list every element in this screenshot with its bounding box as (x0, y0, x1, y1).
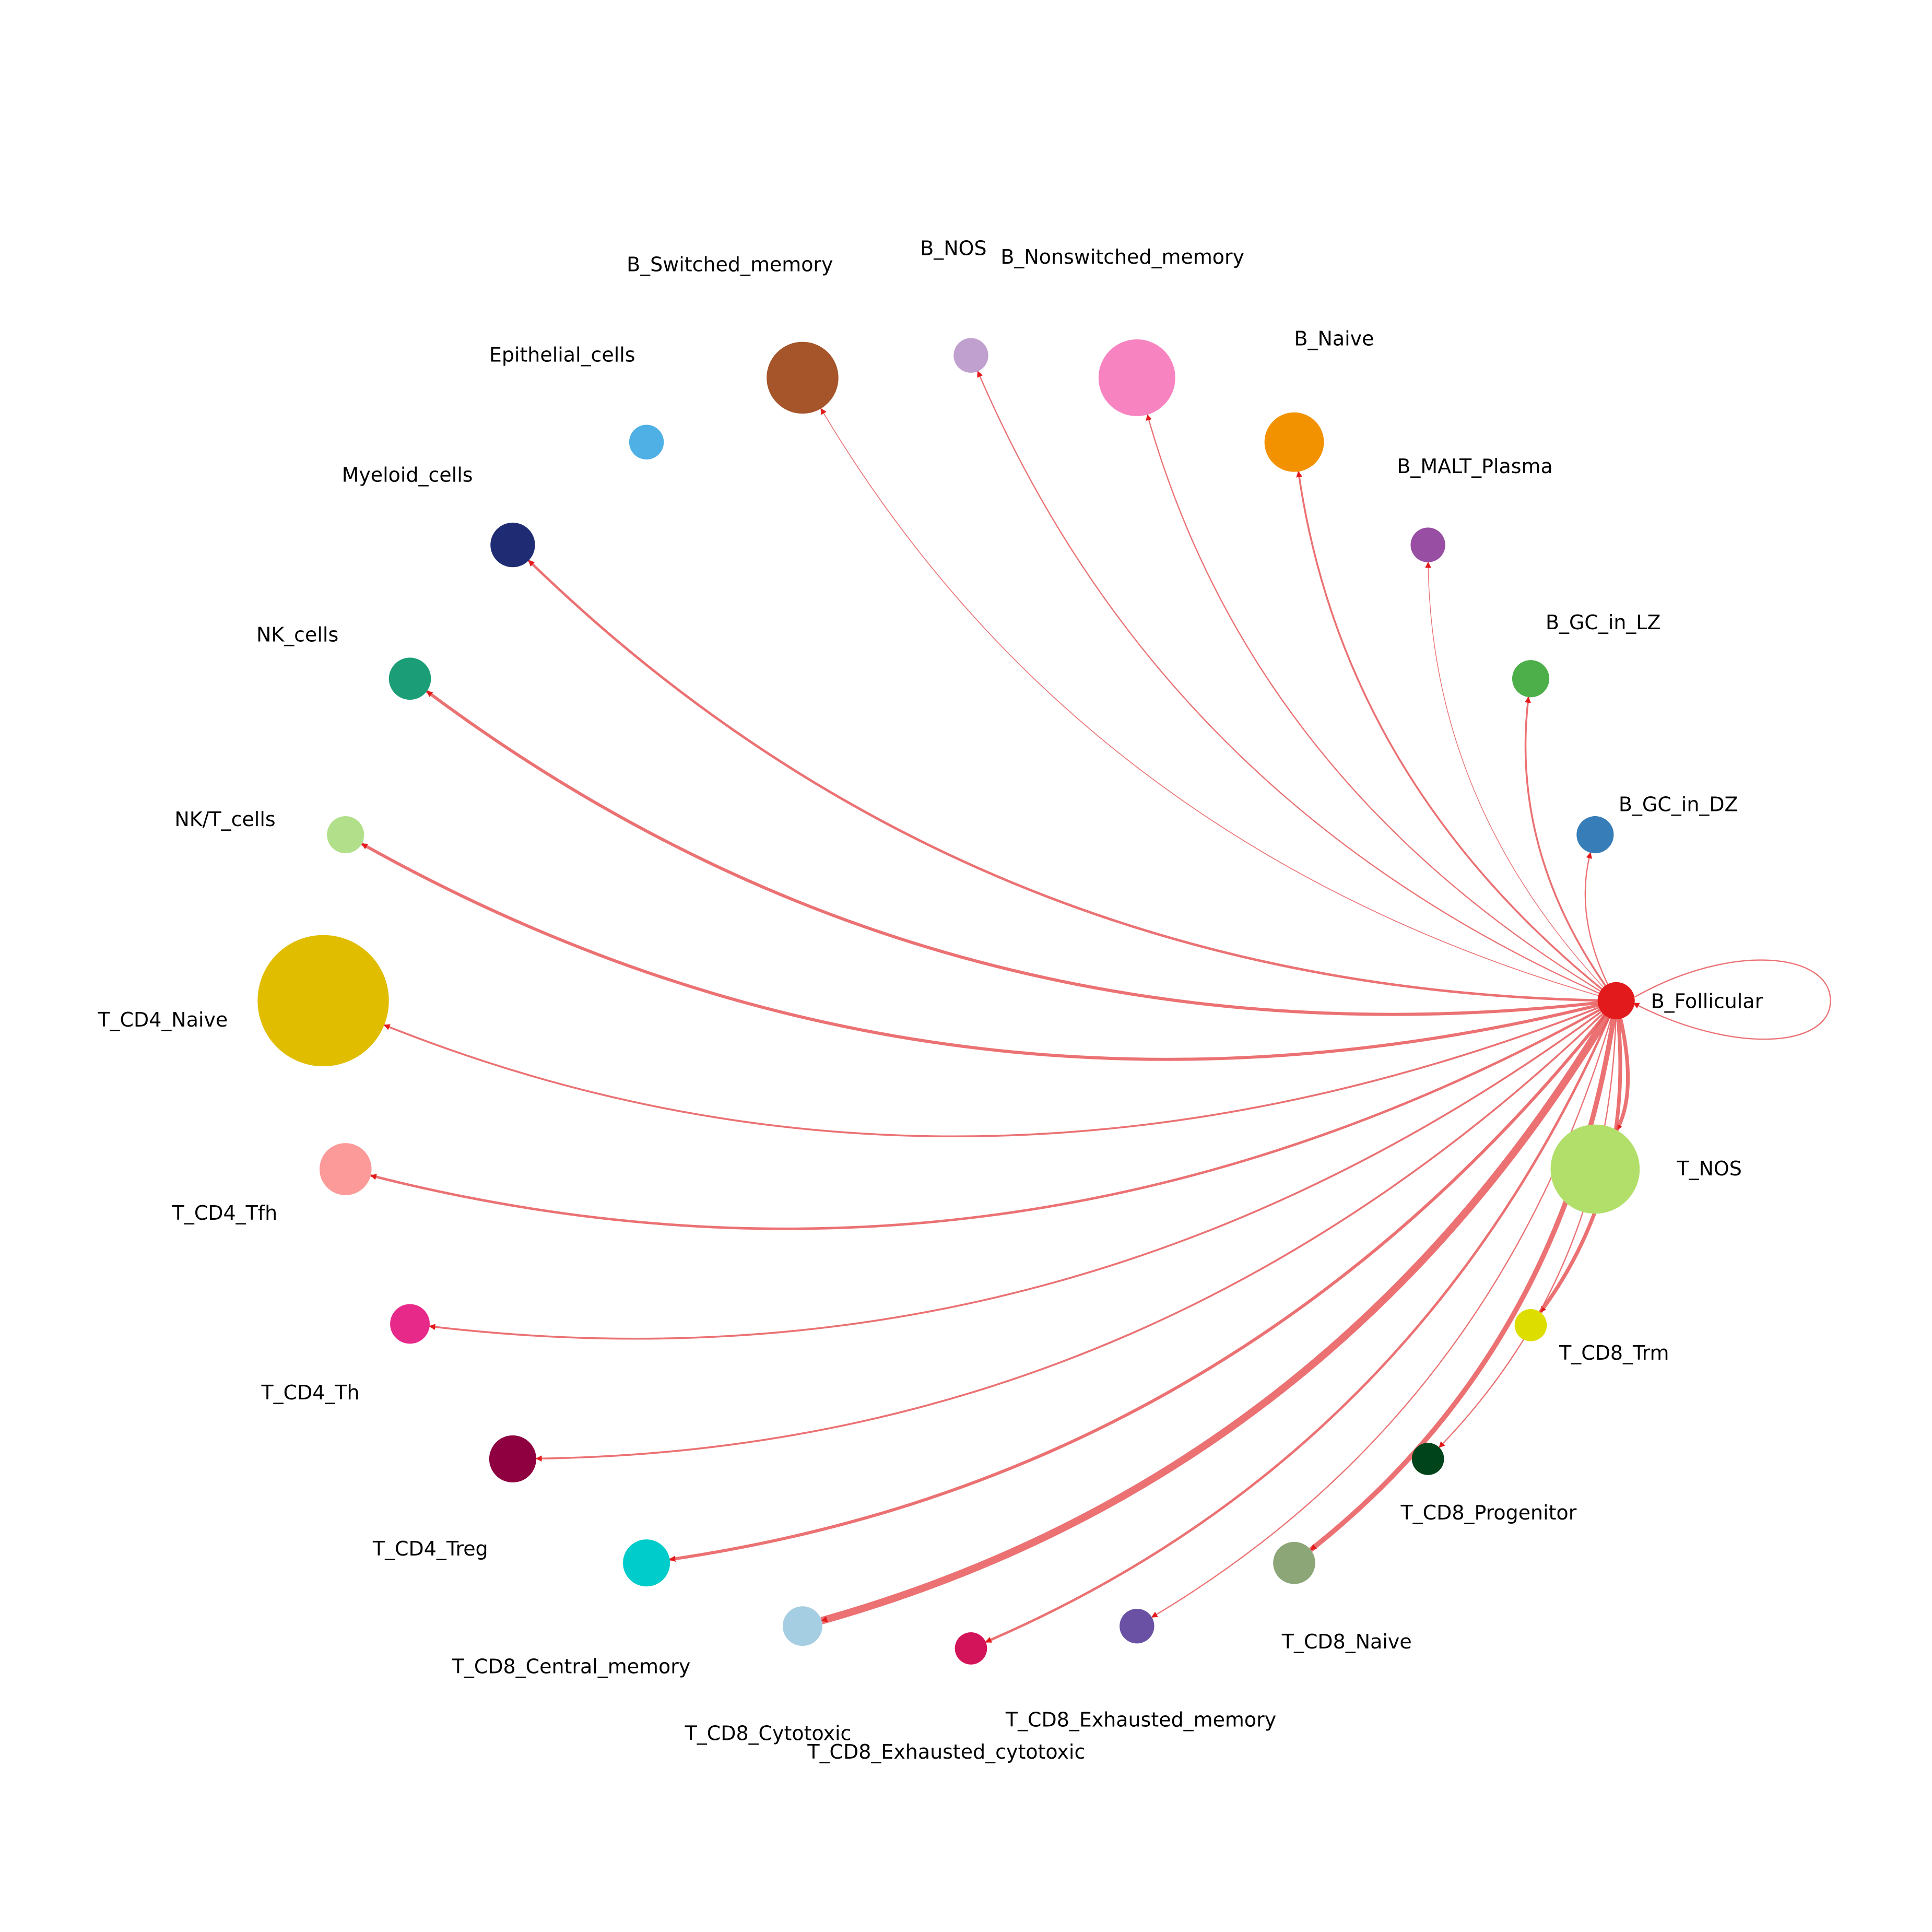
edge-to-t-cd8-exhausted-memory (1151, 1000, 1617, 1618)
node-myeloid-cells[interactable] (490, 522, 535, 568)
node-label-t-cd8-exhausted-cytotoxic: T_CD8_Exhausted_cytotoxic (807, 1740, 1085, 1763)
edge-to-t-cd8-cytotoxic (820, 998, 1620, 1624)
node-t-cd8-progenitor[interactable] (1411, 1443, 1444, 1475)
node-t-cd4-treg[interactable] (489, 1435, 536, 1483)
edge-to-t-cd4-th (429, 999, 1617, 1340)
node-b-nos[interactable] (953, 338, 988, 373)
edge-to-b-malt-plasma (1425, 561, 1617, 1001)
node-label-t-cd4-naive: T_CD4_Naive (97, 1008, 228, 1031)
node-b-gc-in-dz[interactable] (1576, 816, 1614, 854)
node-label-t-cd4-th: T_CD4_Th (261, 1381, 359, 1404)
edge-to-t-nos (1614, 1000, 1630, 1131)
edge-to-nk-cells (426, 690, 1617, 1016)
node-nk-t-cells[interactable] (327, 816, 364, 854)
edge-to-b-switched-memory (820, 408, 1617, 1002)
node-t-cd8-trm[interactable] (1514, 1309, 1547, 1341)
node-label-t-cd8-exhausted-memory: T_CD8_Exhausted_memory (1005, 1708, 1276, 1731)
node-t-cd4-tfh[interactable] (319, 1143, 372, 1195)
node-label-t-nos: T_NOS (1676, 1157, 1741, 1180)
node-t-cd8-cytotoxic[interactable] (782, 1606, 822, 1646)
node-label-b-nos: B_NOS (920, 237, 986, 260)
edge-to-b-follicular (1633, 959, 1831, 1040)
node-b-switched-memory[interactable] (767, 341, 839, 414)
edge-to-t-cd8-progenitor (1439, 1000, 1617, 1448)
node-t-cd4-th[interactable] (390, 1304, 430, 1344)
node-b-gc-in-lz[interactable] (1512, 660, 1550, 698)
node-label-b-follicular: B_Follicular (1651, 990, 1763, 1013)
edge-to-b-nonswitched-memory (1146, 414, 1617, 1002)
node-label-nk-t-cells: NK/T_cells (174, 808, 275, 831)
nodes-layer (257, 338, 1640, 1665)
edge-to-t-cd4-naive (383, 999, 1617, 1138)
node-label-t-cd8-progenitor: T_CD8_Progenitor (1400, 1501, 1577, 1524)
node-epithelial-cells[interactable] (629, 425, 664, 460)
node-label-epithelial-cells: Epithelial_cells (489, 344, 635, 367)
edge-to-t-cd4-treg (535, 1000, 1617, 1462)
node-b-malt-plasma[interactable] (1410, 527, 1445, 562)
node-label-t-cd4-treg: T_CD4_Treg (372, 1537, 488, 1560)
node-label-b-gc-in-lz: B_GC_in_LZ (1546, 611, 1661, 634)
node-t-cd8-exhausted-cytotoxic[interactable] (955, 1632, 987, 1665)
node-label-myeloid-cells: Myeloid_cells (342, 464, 473, 487)
node-label-b-gc-in-dz: B_GC_in_DZ (1619, 793, 1738, 816)
edge-to-nk-t-cells (361, 842, 1617, 1061)
edge-to-t-cd8-exhausted-cytotoxic (985, 1000, 1618, 1643)
node-nk-cells[interactable] (388, 657, 431, 700)
node-label-b-nonswitched-memory: B_Nonswitched_memory (1000, 245, 1244, 268)
node-label-b-naive: B_Naive (1294, 327, 1374, 350)
node-t-cd8-exhausted-memory[interactable] (1120, 1608, 1155, 1644)
node-label-nk-cells: NK_cells (256, 623, 338, 646)
node-b-nonswitched-memory[interactable] (1098, 339, 1175, 416)
node-t-cd4-naive[interactable] (257, 935, 389, 1067)
node-b-follicular[interactable] (1597, 982, 1635, 1019)
node-t-cd8-central-memory[interactable] (623, 1539, 670, 1587)
edge-to-t-cd8-central-memory (669, 999, 1618, 1562)
edge-to-b-nos (977, 371, 1617, 1002)
edge-to-t-cd4-tfh (370, 999, 1617, 1230)
node-label-t-cd4-tfh: T_CD4_Tfh (172, 1201, 278, 1224)
edge-to-t-cd8-naive (1309, 1000, 1619, 1552)
node-b-naive[interactable] (1264, 412, 1324, 472)
edge-to-myeloid-cells (527, 559, 1617, 1002)
node-label-t-cd8-central-memory: T_CD8_Central_memory (452, 1655, 691, 1678)
node-label-b-switched-memory: B_Switched_memory (627, 253, 833, 276)
edge-to-b-gc-in-dz (1584, 852, 1617, 1001)
node-t-nos[interactable] (1550, 1124, 1640, 1214)
node-label-t-cd8-cytotoxic: T_CD8_Cytotoxic (685, 1722, 852, 1745)
node-label-t-cd8-trm: T_CD8_Trm (1559, 1341, 1669, 1364)
edge-to-b-naive (1296, 470, 1617, 1002)
node-label-b-malt-plasma: B_MALT_Plasma (1397, 455, 1552, 478)
node-t-cd8-naive[interactable] (1273, 1541, 1315, 1584)
edges-layer (361, 371, 1831, 1643)
edge-to-b-gc-in-lz (1524, 696, 1617, 1002)
node-label-t-cd8-naive: T_CD8_Naive (1281, 1630, 1412, 1653)
